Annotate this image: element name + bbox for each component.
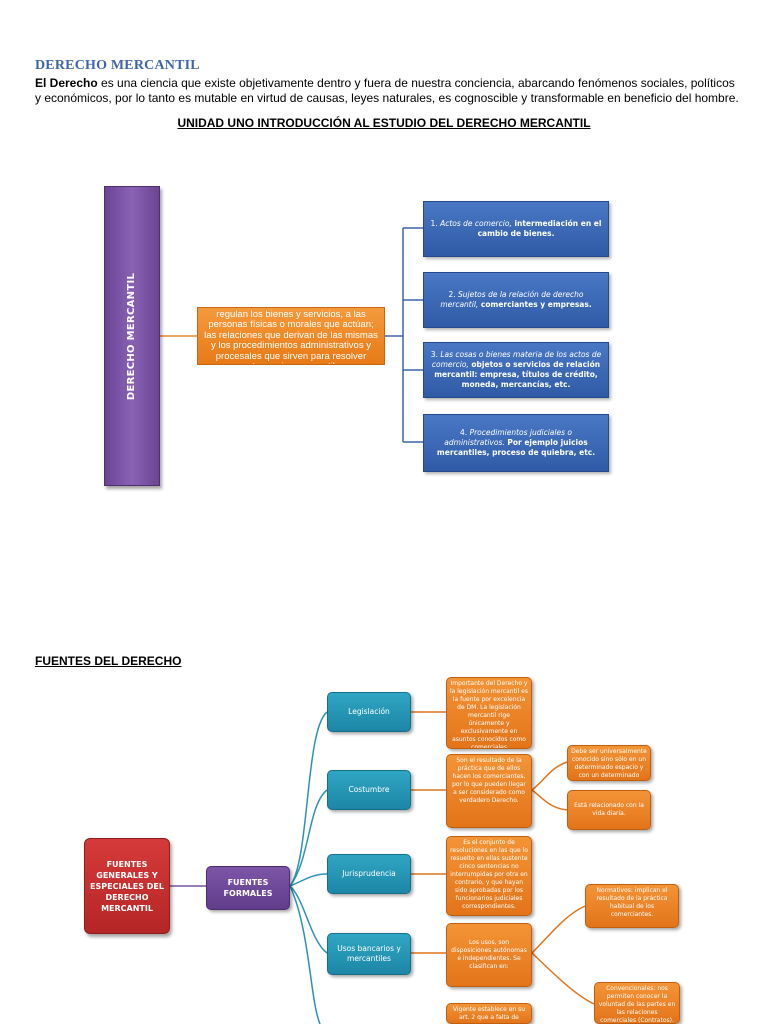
item-bold: comerciantes y empresas. (478, 300, 592, 309)
concept-box-3: 3. Las cosas o bienes materia de los act… (423, 342, 609, 398)
item-italic: Las cosas o bienes materia de los actos … (431, 350, 602, 369)
item-italic: Actos de comercio, (440, 219, 512, 228)
branch-jurisprudencia: Jurisprudencia (327, 854, 411, 894)
definition-box: Es el conjunto de normas jurídicas que r… (197, 307, 385, 365)
concept-box-4: 4. Procedimientos judiciales o administr… (423, 414, 609, 472)
detail-usos: Los usos, son disposiciones autónomas e … (446, 923, 532, 987)
intro-bold: El Derecho (35, 76, 98, 90)
derecho-mercantil-label: DERECHO MERCANTIL (126, 272, 138, 400)
item-number: 1. (430, 219, 441, 228)
item-bold: intermediación en el cambio de bienes. (477, 219, 602, 238)
item-number: 3. (430, 350, 441, 359)
detail-legislacion: Importante del Derecho y la legislación … (446, 677, 532, 749)
intro-text: es una ciencia que existe objetivamente … (35, 76, 739, 105)
item-number: 2. (448, 290, 459, 299)
item-number: 4. (460, 428, 470, 437)
section-title-fuentes: FUENTES DEL DERECHO (35, 654, 182, 668)
branch-costumbre: Costumbre (327, 770, 411, 810)
item-italic: Procedimientos judiciales o administrati… (444, 428, 572, 447)
concept-box-2: 2. Sujetos de la relación de derecho mer… (423, 272, 609, 328)
item-italic: Sujetos de la relación de derecho mercan… (440, 290, 584, 309)
fuentes-formales-node: FUENTES FORMALES (206, 866, 290, 910)
root-node: FUENTES GENERALES Y ESPECIALES DEL DEREC… (84, 838, 170, 934)
derecho-mercantil-bar: DERECHO MERCANTIL (104, 186, 160, 486)
item-bold: objetos o servicios de relación mercanti… (434, 360, 601, 389)
branch-legislacion: Legislación (327, 692, 411, 732)
item-bold: Por ejemplo juicios mercantiles, proceso… (436, 438, 596, 457)
concept-box-1: 1. Actos de comercio, intermediación en … (423, 201, 609, 257)
branch-usos: Usos bancarios y mercantiles (327, 933, 411, 975)
page-title: DERECHO MERCANTIL (35, 58, 200, 73)
detail-jurisprudencia: Es el conjunto de resoluciones en las qu… (446, 836, 532, 916)
sub-costumbre-2: Está relacionado con la vida diaria. (567, 790, 651, 830)
sub-costumbre-1: Debe ser universalmente conocido sino só… (567, 745, 651, 781)
intro-paragraph: El Derecho es una ciencia que existe obj… (35, 76, 740, 106)
detail-costumbre: Son el resultado de la práctica que de e… (446, 754, 532, 828)
detail-bottom: Vigente establece en su art. 2 que a fal… (446, 1003, 532, 1024)
unit-title: UNIDAD UNO INTRODUCCIÓN AL ESTUDIO DEL D… (177, 116, 591, 130)
sub-usos-2: Convencionales: nos permiten conocer la … (594, 982, 680, 1024)
sub-usos-1: Normativos: implican el resultado de la … (585, 884, 679, 928)
